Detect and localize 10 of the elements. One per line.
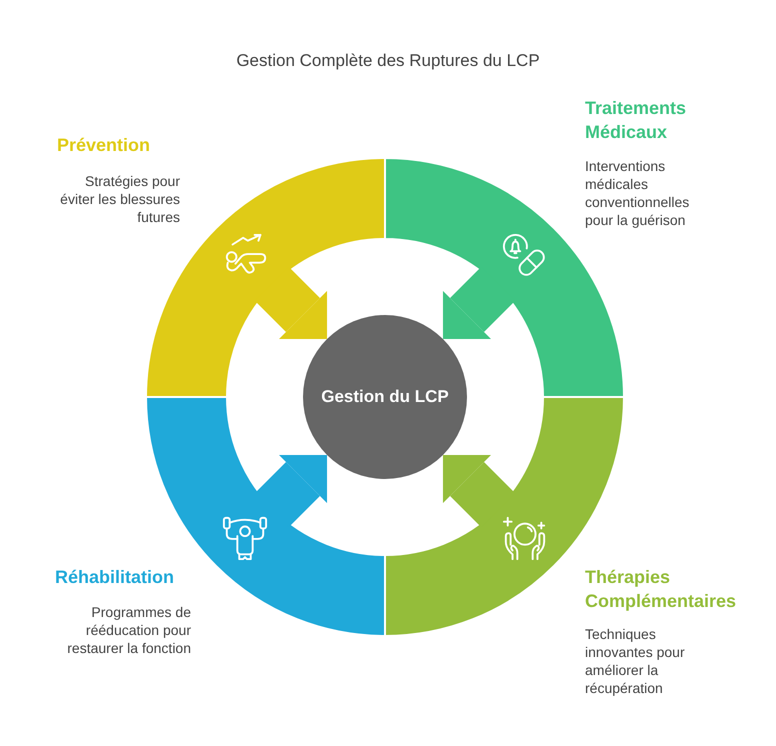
segment-description: Programmes de rééducation pour restaurer la fonction — [66, 603, 191, 657]
segment-heading: Réhabilitation — [55, 566, 174, 589]
segment-description: Interventions médicales conventionnelles pour la guérison — [585, 157, 690, 229]
segment-heading: Traitements Médicaux — [585, 97, 688, 144]
segment-heading: Prévention — [57, 134, 150, 157]
center-label: Gestion du LCP — [321, 386, 449, 408]
diagram-title: Gestion Complète des Ruptures du LCP — [236, 50, 540, 72]
segment-description: Stratégies pour éviter les blessures futures — [59, 172, 180, 226]
segment-description: Techniques innovantes pour améliorer la récupération — [585, 625, 686, 697]
segment-heading: Thérapies Complémentaires — [585, 566, 738, 613]
